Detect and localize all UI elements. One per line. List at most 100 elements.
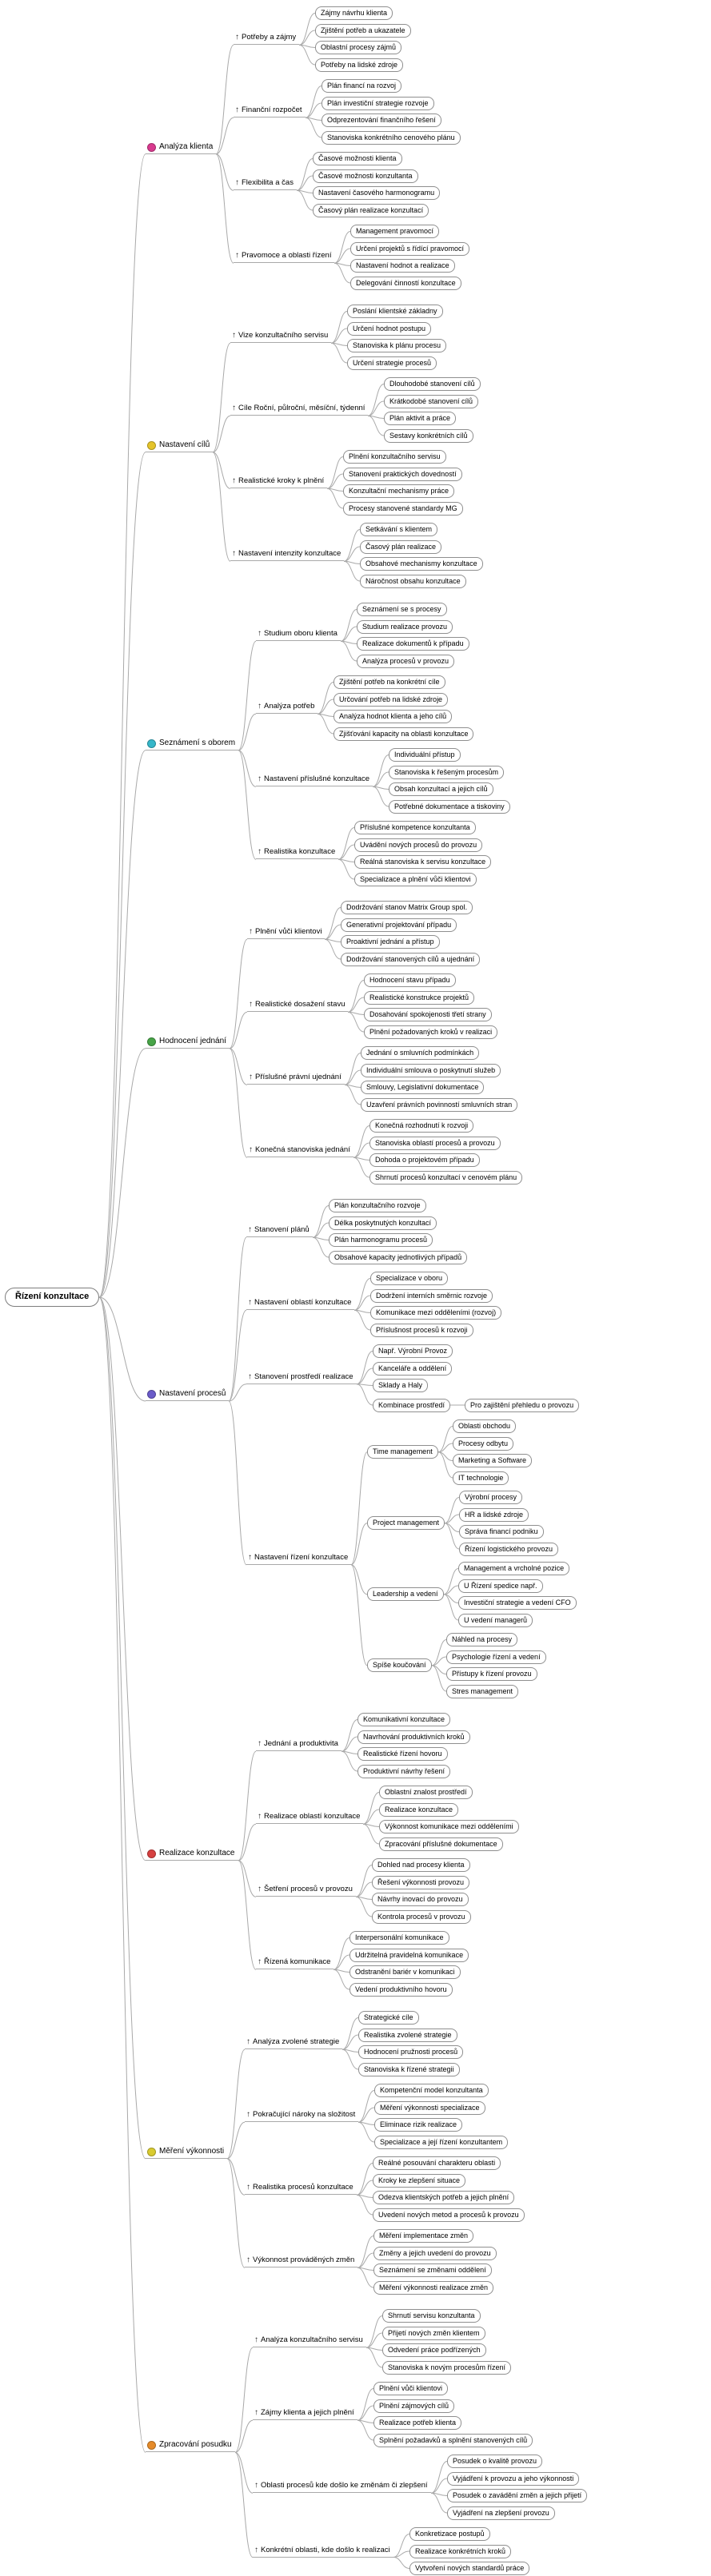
node-nastaveni-cilu[interactable]: Nastavení cílů	[146, 440, 214, 452]
node-odprezentovani-financniho-reseni[interactable]: Odprezentování finančního řešení	[322, 113, 441, 127]
node-dlouhodobe-stanoveni-cilu[interactable]: Dlouhodobé stanovení cílů	[384, 377, 481, 391]
node-mereni-vykonnosti-realizace-zmen[interactable]: Měření výkonnosti realizace změn	[373, 2281, 494, 2295]
node-plan-konzultacniho-rozvoje[interactable]: Plán konzultačního rozvoje	[329, 1199, 426, 1212]
node-nastaveni-oblasti-konzultace[interactable]: ↑Nastavení oblastí konzultace	[246, 1298, 355, 1310]
node-nastaveni-hodnot-a-realizace[interactable]: Nastavení hodnot a realizace	[350, 259, 455, 273]
node-plneni-zajmovych-cilu[interactable]: Plnění zájmových cílů	[373, 2399, 455, 2413]
node-prislusnost-procesu-k-rozvoji[interactable]: Příslušnost procesů k rozvoji	[370, 1324, 473, 1337]
node-hr-a-lidske-zdroje[interactable]: HR a lidské zdroje	[459, 1508, 529, 1522]
node-posudek-o-zavadeni-zmen-a-jejich-prijeti[interactable]: Posudek o zavádění změn a jejich přijetí	[447, 2489, 588, 2502]
node-eliminace-rizik-realizace[interactable]: Eliminace rizik realizace	[374, 2118, 463, 2132]
node-komunikace-mezi-oddelenimi-rozvoj[interactable]: Komunikace mezi odděleními (rozvoj)	[370, 1306, 502, 1320]
node-jednani-o-smluvnich-podminkach[interactable]: Jednání o smluvních podmínkách	[361, 1046, 480, 1060]
node-pravomoce-a-oblasti-rizeni[interactable]: ↑Pravomoce a oblasti řízení	[234, 251, 335, 263]
node-konecna-rozhodnuti-k-rozvoji[interactable]: Konečná rozhodnutí k rozvoji	[369, 1119, 474, 1133]
node-delka-poskytnutych-konzultaci[interactable]: Délka poskytnutých konzultací	[329, 1216, 437, 1230]
node-project-management[interactable]: Project management	[367, 1516, 445, 1530]
node-uvedeni-novych-metod-a-procesu-k-provozu[interactable]: Uvedení nových metod a procesů k provozu	[373, 2208, 525, 2222]
node-specializace-a-plneni-vuci-klientovi[interactable]: Specializace a plnění vůči klientovi	[354, 873, 477, 886]
node-zpracovani-prislusne-dokumentace[interactable]: Zpracování příslušné dokumentace	[379, 1837, 503, 1851]
node-zjistovani-kapacity-na-oblasti-konzultace[interactable]: Zjišťování kapacity na oblasti konzultac…	[334, 727, 474, 741]
node-oblasti-procesu-kde-doslo-ke-zmenam-ci-zle[interactable]: ↑Oblasti procesů kde došlo ke změnám či …	[253, 2481, 431, 2493]
node-pokracujici-naroky-na-slozitost[interactable]: ↑Pokračující nároky na složitost	[245, 2110, 359, 2122]
node-stanoviska-oblasti-procesu-a-provozu[interactable]: Stanoviska oblastí procesů a provozu	[369, 1137, 501, 1150]
node-setkavani-s-klientem[interactable]: Setkávání s klientem	[360, 523, 438, 536]
node-odezva-klientskych-potreb-a-jejich-plneni[interactable]: Odezva klientských potřeb a jejich plněn…	[373, 2191, 515, 2204]
node-dodrzeni-internich-smernic-rozvoje[interactable]: Dodržení interních směrnic rozvoje	[370, 1289, 493, 1303]
node-nastaveni-rizeni-konzultace[interactable]: ↑Nastavení řízení konzultace	[246, 1553, 352, 1565]
node-analyza-konzultacniho-servisu[interactable]: ↑Analýza konzultačního servisu	[253, 2335, 366, 2347]
node-strategicke-cile[interactable]: Strategické cíle	[358, 2011, 419, 2025]
node-management-pravomoci[interactable]: Management pravomocí	[350, 225, 440, 238]
node-kontrola-procesu-v-provozu[interactable]: Kontrola procesů v provozu	[372, 1910, 471, 1924]
node-analyza-klienta[interactable]: Analýza klienta	[146, 142, 217, 154]
node-seznameni-s-oborem[interactable]: Seznámení s oborem	[146, 739, 239, 751]
node-realizace-dokumentu-k-pripadu[interactable]: Realizace dokumentů k případu	[357, 637, 469, 651]
node-studium-realizace-provozu[interactable]: Studium realizace provozu	[357, 620, 453, 634]
node-stanoviska-konkretniho-cenoveho-planu[interactable]: Stanoviska konkrétního cenového plánu	[322, 131, 461, 145]
node-dohoda-o-projektovem-pripadu[interactable]: Dohoda o projektovém případu	[369, 1153, 480, 1167]
node-analyza-zvolene-strategie[interactable]: ↑Analýza zvolené strategie	[245, 2037, 343, 2049]
node-realistika-procesu-konzultace[interactable]: ↑Realistika procesů konzultace	[245, 2183, 357, 2195]
node-kancelare-a-oddeleni[interactable]: Kanceláře a oddělení	[373, 1362, 453, 1376]
node-pro-zajisteni-prehledu-o-provozu[interactable]: Pro zajištění přehledu o provozu	[465, 1399, 580, 1412]
node-oblastni-znalost-prostredi[interactable]: Oblastní znalost prostředí	[379, 1786, 473, 1799]
node-nastaveni-procesu[interactable]: Nastavení procesů	[146, 1389, 230, 1401]
node-realizace-oblasti-konzultace[interactable]: ↑Realizace oblastí konzultace	[256, 1812, 364, 1824]
node-vytvoreni-novych-standardu-prace[interactable]: Vytvoření nových standardů práce	[409, 2562, 530, 2575]
node-sprava-financi-podniku[interactable]: Správa financí podniku	[459, 1525, 544, 1539]
node-it-technologie[interactable]: IT technologie	[453, 1471, 509, 1485]
node-specializace-a-jeji-rizeni-konzultantem[interactable]: Specializace a její řízení konzultantem	[374, 2136, 509, 2149]
node-stanoveni-planu[interactable]: ↑Stanovení plánů	[246, 1225, 313, 1237]
node-analyza-procesu-v-provozu[interactable]: Analýza procesů v provozu	[357, 655, 455, 668]
node-casove-moznosti-konzultanta[interactable]: Časové možnosti konzultanta	[313, 169, 418, 183]
node-plneni-konzultacniho-servisu[interactable]: Plnění konzultačního servisu	[343, 450, 446, 464]
node-rizeni-logistickeho-provozu[interactable]: Řízení logistického provozu	[459, 1543, 559, 1556]
node-flexibilita-a-cas[interactable]: ↑Flexibilita a čas	[234, 178, 297, 190]
node-dodrzovani-stanov-matrix-group-spol[interactable]: Dodržování stanov Matrix Group spol.	[341, 901, 473, 914]
node-zajmy-klienta-a-jejich-plneni[interactable]: ↑Zájmy klienta a jejich plnění	[253, 2408, 357, 2420]
node-prislusne-pravni-ujednani[interactable]: ↑Příslušné právní ujednání	[247, 1073, 345, 1085]
node-konzultacni-mechanismy-prace[interactable]: Konzultační mechanismy práce	[343, 484, 455, 498]
node-hodnoceni-pruznosti-procesu[interactable]: Hodnocení pružnosti procesů	[358, 2045, 464, 2059]
node-interpersonalni-komunikace[interactable]: Interpersonální komunikace	[350, 1931, 449, 1945]
node-zpracovani-posudku[interactable]: Zpracování posudku	[146, 2440, 235, 2452]
node-realistika-zvolene-strategie[interactable]: Realistika zvolené strategie	[358, 2029, 457, 2042]
node-realizace-konzultace[interactable]: Realizace konzultace	[146, 1849, 238, 1861]
node-realisticke-konstrukce-projektu[interactable]: Realistické konstrukce projektů	[364, 991, 475, 1005]
node-financni-rozpocet[interactable]: ↑Finanční rozpočet	[234, 106, 306, 117]
node-vyjadreni-na-zlepseni-provozu[interactable]: Vyjádření na zlepšení provozu	[447, 2506, 555, 2520]
root-node-rizeni-konzultace[interactable]: Řízení konzultace	[5, 1288, 100, 1307]
node-cile-rocni-pulrocni-mesicni-tydenni[interactable]: ↑Cíle Roční, půlroční, měsíční, týdenní	[230, 404, 369, 416]
node-management-a-vrcholne-pozice[interactable]: Management a vrcholné pozice	[458, 1562, 570, 1575]
node-urceni-strategie-procesu[interactable]: Určení strategie procesů	[347, 356, 437, 370]
node-vyjadreni-k-provozu-a-jeho-vykonnosti[interactable]: Vyjádření k provozu a jeho výkonnosti	[447, 2472, 580, 2486]
node-kratkodobe-stanoveni-cilu[interactable]: Krátkodobé stanovení cílů	[384, 395, 479, 408]
node-psychologie-rizeni-a-vedeni[interactable]: Psychologie řízení a vedení	[446, 1650, 546, 1664]
node-time-management[interactable]: Time management	[367, 1445, 438, 1459]
node-posudek-o-kvalite-provozu[interactable]: Posudek o kvalitě provozu	[447, 2455, 543, 2468]
node-plan-financi-na-rozvoj[interactable]: Plán financí na rozvoj	[322, 79, 402, 93]
node-urceni-hodnot-postupu[interactable]: Určení hodnot postupu	[347, 322, 432, 336]
node-potreby-na-lidske-zdroje[interactable]: Potřeby na lidské zdroje	[315, 58, 404, 72]
node-realizace-potreb-klienta[interactable]: Realizace potřeb klienta	[373, 2416, 462, 2430]
node-napr-vyrobni-provoz[interactable]: Např. Výrobní Provoz	[373, 1344, 453, 1358]
node-analyza-hodnot-klienta-a-jeho-cilu[interactable]: Analýza hodnot klienta a jeho cílů	[334, 710, 453, 723]
node-prislusne-kompetence-konzultanta[interactable]: Příslušné kompetence konzultanta	[354, 821, 476, 834]
node-potreby-a-zajmy[interactable]: ↑Potřeby a zájmy	[234, 33, 300, 45]
node-realisticke-rizeni-hovoru[interactable]: Realistické řízení hovoru	[357, 1747, 448, 1761]
node-prijeti-novych-zmen-klientem[interactable]: Přijetí nových změn klientem	[382, 2327, 485, 2340]
node-stanoviska-k-rizene-strategii[interactable]: Stanoviska k řízené strategii	[358, 2063, 460, 2076]
node-specializace-v-oboru[interactable]: Specializace v oboru	[370, 1272, 449, 1285]
node-investicni-strategie-a-vedeni-cfo[interactable]: Investiční strategie a vedení CFO	[458, 1596, 577, 1610]
node-kroky-ke-zlepseni-situace[interactable]: Kroky ke zlepšení situace	[373, 2174, 466, 2188]
node-smlouvy-legislativni-dokumentace[interactable]: Smlouvy, Legislativní dokumentace	[361, 1081, 485, 1094]
node-narocnost-obsahu-konzultace[interactable]: Náročnost obsahu konzultace	[360, 575, 466, 588]
node-individualni-pristup[interactable]: Individuální přístup	[389, 748, 461, 762]
node-plneni-vuci-klientovi[interactable]: ↑Plnění vůči klientovi	[247, 927, 326, 939]
node-jednani-a-produktivita[interactable]: ↑Jednání a produktivita	[256, 1739, 342, 1751]
node-navrhy-inovaci-do-provozu[interactable]: Návrhy inovací do provozu	[372, 1893, 469, 1906]
node-uvadeni-novych-procesu-do-provozu[interactable]: Uvádění nových procesů do provozu	[354, 838, 483, 852]
node-nastaveni-intenzity-konzultace[interactable]: ↑Nastavení intenzity konzultace	[230, 549, 345, 561]
node-vykonnost-komunikace-mezi-oddelenimi[interactable]: Výkonnost komunikace mezi odděleními	[379, 1820, 519, 1833]
